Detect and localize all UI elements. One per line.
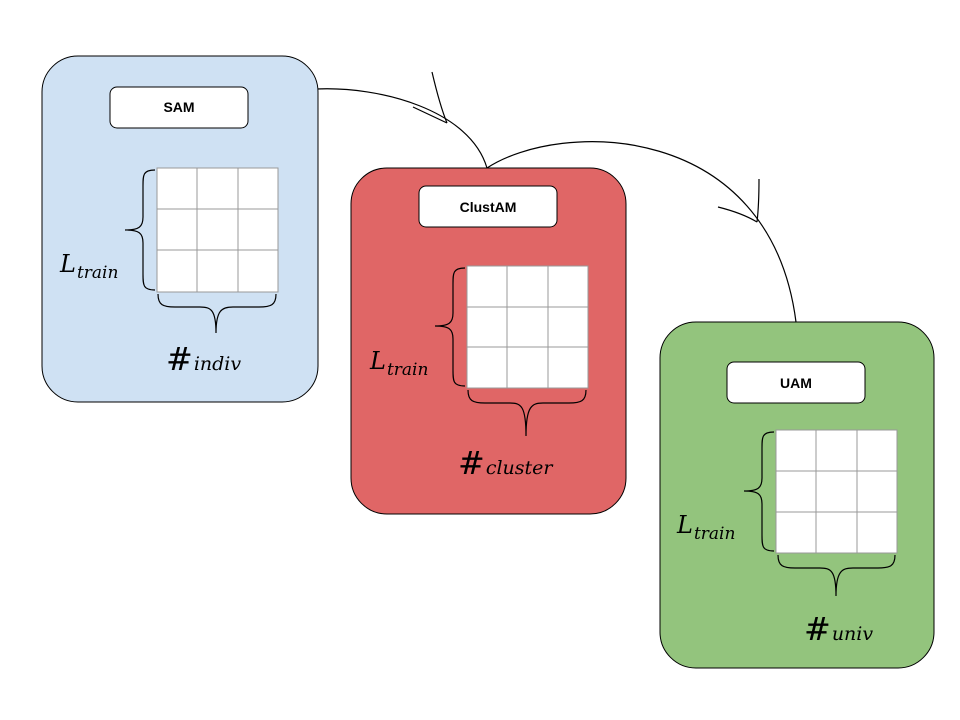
grid-background <box>157 168 278 292</box>
uam-count-label: #univ <box>804 610 873 648</box>
count-symbol: # <box>166 340 193 378</box>
grid-background <box>467 266 588 388</box>
clustam-count-label: #cluster <box>458 444 554 482</box>
length-subscript: train <box>387 360 428 380</box>
clustam-count-brace <box>467 389 587 437</box>
sam-title: SAM <box>163 99 194 115</box>
sam-count-brace <box>157 293 277 334</box>
grid-lines <box>775 429 898 554</box>
length-symbol: L <box>369 347 386 375</box>
connector-curve <box>486 141 797 323</box>
count-symbol: # <box>804 610 831 648</box>
clustam-title: ClustAM <box>460 199 517 215</box>
sam-count-label: #indiv <box>166 340 241 378</box>
sam-length-brace <box>124 169 156 291</box>
uam-matrix-grid <box>775 429 898 554</box>
grid-lines <box>156 167 279 293</box>
uam-length-label: Ltrain <box>676 511 735 544</box>
count-subscript: indiv <box>194 353 242 375</box>
connector-clustam-to-uam <box>486 141 797 323</box>
arrowhead <box>717 178 760 223</box>
uam-count-brace <box>777 554 896 597</box>
arrowhead <box>412 71 448 124</box>
length-subscript: train <box>694 524 735 544</box>
uam-length-brace <box>743 431 775 552</box>
uam-title: UAM <box>780 375 812 391</box>
count-symbol: # <box>458 444 485 482</box>
length-symbol: L <box>676 511 693 539</box>
length-symbol: L <box>59 250 76 278</box>
grid-background <box>776 430 897 553</box>
clustam-panel: ClustAM Ltrain #cluster <box>350 167 627 515</box>
sam-length-label: Ltrain <box>59 250 118 283</box>
connector-curve <box>315 88 488 169</box>
connector-sam-to-clustam <box>315 71 488 169</box>
count-subscript: univ <box>832 623 874 645</box>
sam-title-box <box>109 86 249 129</box>
length-subscript: train <box>77 263 118 283</box>
sam-matrix-grid <box>156 167 279 293</box>
clustam-title-box <box>418 185 558 228</box>
count-subscript: cluster <box>486 457 555 479</box>
clustam-matrix-grid <box>466 265 589 389</box>
sam-panel: SAM Ltrain #indiv <box>41 55 319 403</box>
grid-lines <box>466 265 589 389</box>
clustam-length-brace <box>434 267 466 387</box>
clustam-length-label: Ltrain <box>369 347 428 380</box>
uam-panel: UAM Ltrain #univ <box>659 321 935 669</box>
uam-title-box <box>726 361 866 404</box>
